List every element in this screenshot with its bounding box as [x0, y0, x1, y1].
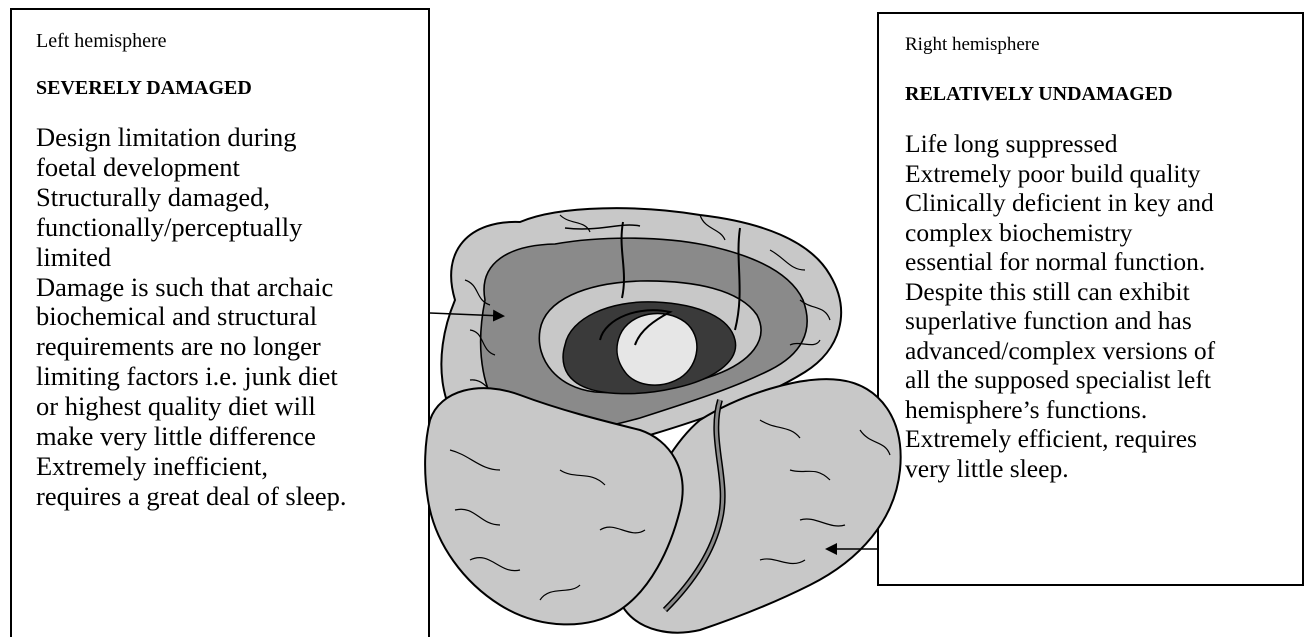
corpus-callosum: [539, 281, 761, 393]
upper-fissure-3: [565, 225, 640, 229]
left-panel-line: foetal development: [36, 153, 428, 183]
lower-sulcus: [665, 400, 723, 610]
right-panel-line: Clinically deficient in key and: [905, 188, 1302, 218]
right-panel-line: advanced/complex versions of: [905, 336, 1302, 366]
left-panel-line: limiting factors i.e. junk diet: [36, 362, 428, 392]
left-hemisphere-panel: Left hemisphere SEVERELY DAMAGED Design …: [10, 8, 430, 637]
thalamus: [617, 313, 697, 385]
left-panel-line: limited: [36, 243, 428, 273]
right-panel-line: very little sleep.: [905, 454, 1302, 484]
right-panel-line: Extremely poor build quality: [905, 159, 1302, 189]
lower-sulcus-highlight: [665, 400, 723, 610]
ventricle: [563, 302, 736, 394]
right-panel-line: superlative function and has: [905, 306, 1302, 336]
upper-cortex-outer: [441, 208, 841, 458]
left-panel-line: requires a great deal of sleep.: [36, 482, 428, 512]
left-panel-line: biochemical and structural: [36, 302, 428, 332]
right-panel-line: Life long suppressed: [905, 129, 1302, 159]
left-panel-title: Left hemisphere: [36, 30, 428, 53]
upper-gyri: [465, 215, 830, 434]
right-panel-line: Despite this still can exhibit: [905, 277, 1302, 307]
right-panel-line: complex biochemistry: [905, 218, 1302, 248]
left-panel-line: Structurally damaged,: [36, 183, 428, 213]
left-panel-line: functionally/perceptually: [36, 213, 428, 243]
upper-fissure-2: [735, 228, 740, 330]
upper-cortex-cut: [481, 238, 807, 432]
lower-left-lobe: [425, 388, 682, 624]
right-panel-line: Extremely efficient, requires: [905, 424, 1302, 454]
right-panel-text: Life long suppressed Extremely poor buil…: [905, 129, 1302, 483]
lower-gyri: [450, 420, 890, 600]
upper-fissure-1: [622, 222, 624, 298]
right-panel-line: essential for normal function.: [905, 247, 1302, 277]
left-panel-heading: SEVERELY DAMAGED: [36, 77, 428, 100]
right-panel-line: all the supposed specialist left: [905, 365, 1302, 395]
left-panel-line: Damage is such that archaic: [36, 273, 428, 303]
right-panel-line: hemisphere’s functions.: [905, 395, 1302, 425]
left-panel-line: or highest quality diet will: [36, 392, 428, 422]
left-panel-line: make very little difference: [36, 422, 428, 452]
right-panel-title: Right hemisphere: [905, 34, 1302, 56]
fornix-line: [600, 310, 670, 345]
right-hemisphere-panel: Right hemisphere RELATIVELY UNDAMAGED Li…: [877, 12, 1304, 586]
right-panel-heading: RELATIVELY UNDAMAGED: [905, 83, 1302, 106]
left-panel-line: Design limitation during: [36, 123, 428, 153]
left-panel-line: Extremely inefficient,: [36, 452, 428, 482]
left-panel-line: requirements are no longer: [36, 332, 428, 362]
lower-cortex: [615, 379, 900, 632]
left-arrow: [430, 313, 503, 316]
left-panel-text: Design limitation during foetal developm…: [36, 123, 428, 512]
